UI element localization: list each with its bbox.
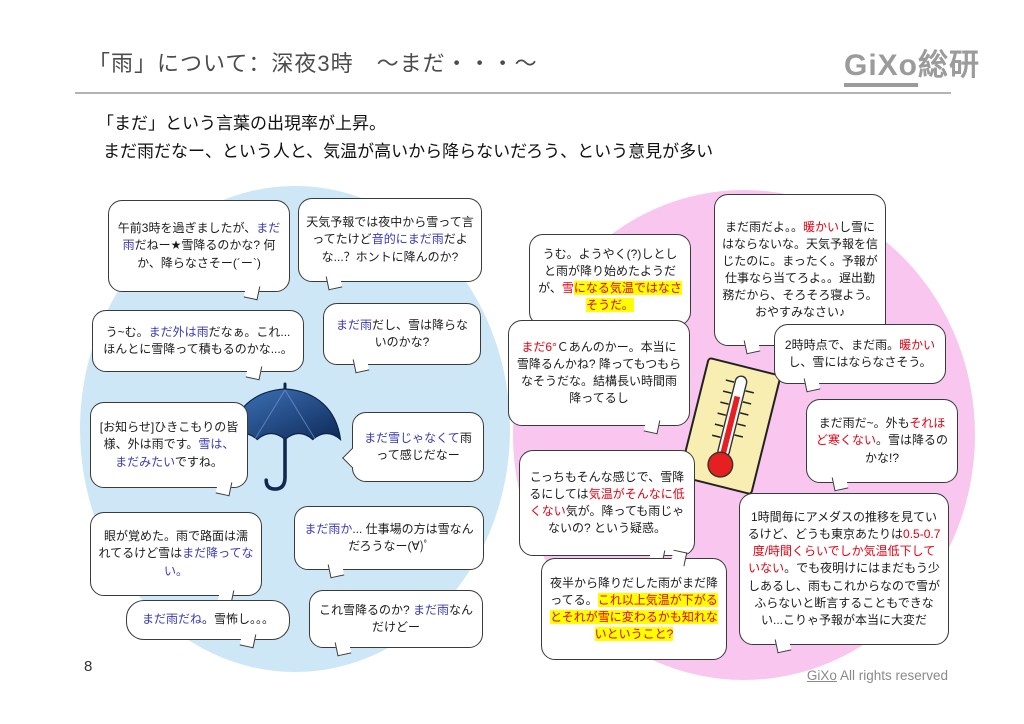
speech-bubble-left-4: まだ雨だし、雪は降らないのかな? <box>323 303 481 374</box>
subtitle: 「まだ」という言葉の出現率が上昇。 まだ雨だなー、という人と、気温が高いから降ら… <box>97 110 713 166</box>
speech-bubble-right-5: まだ雨だ~。外もそれほど寒くない。雪は降るのかな!? <box>806 399 958 492</box>
speech-bubble-left-10: これ雪降るのか? まだ雨なんだけどー <box>309 590 483 657</box>
bubble-text: まだ雨だ~。外もそれほど寒くない。雪は降るのかな!? <box>815 416 949 465</box>
speech-bubble-right-8: 1時間毎にアメダスの推移を見ているけど、どうも東京あたりは0.5-0.7度/時間… <box>739 493 949 654</box>
speech-bubble-left-5: [お知らせ]ひきこもりの皆様、外は雨です。雪は、まだみたいですね。 <box>90 402 248 497</box>
bubble-text: これ雪降るのか? まだ雨なんだけどー <box>318 602 474 634</box>
speech-bubble-right-4: 2時時点で、まだ雨。暖かいし、雪にはならなさそう。 <box>774 324 946 393</box>
bubble-text: 眼が覚めた。雨で路面は濡れてるけど雪はまだ降ってない。 <box>98 529 254 578</box>
bubble-text: 午前3時を過ぎましたが、まだ雨だねー★雪降るのかな? 何か、降らなさそー(´ー`… <box>117 221 281 270</box>
bubble-text: まだ雨だね。雪怖し。。。 <box>141 612 275 627</box>
bubble-text: う~む。まだ外は雨だなぁ。これ...ほんとに雪降って積もるのかな...。 <box>103 324 293 356</box>
footer-copyright: GiXo All rights reserved <box>807 668 948 683</box>
bubble-text: 1時間毎にアメダスの推移を見ているけど、どうも東京あたりは0.5-0.7度/時間… <box>747 510 941 627</box>
footer-brand: GiXo <box>806 668 837 683</box>
bubble-text: こっちもそんな感じで、雪降るにしては気温がそんなに低くない気が。降っても雨じゃな… <box>529 469 685 536</box>
speech-bubble-right-3: まだ6°Ｃあんのかー。本当に雪降るんかね? 降ってもつもらなそうだな。結構長い時… <box>508 320 690 435</box>
bubble-text: 夜半から降りだした雨がまだ降ってる。これ以上気温が下がるとそれが雪に変わるかも知… <box>549 575 718 642</box>
speech-bubble-left-3: う~む。まだ外は雨だなぁ。これ...ほんとに雪降って積もるのかな...。 <box>92 310 304 381</box>
speech-bubble-left-9: まだ雨だね。雪怖し。。。 <box>126 600 290 649</box>
bubble-text: まだ雪じゃなくて雨って感じだなー <box>364 430 472 462</box>
bubble-text: まだ雨か... 仕事場の方は雪なんだろうなー(∀)ﾟ <box>304 521 474 553</box>
bubble-text: うむ。ようやく(?)しとしと雨が降り始めたようだが、雪になる気温ではなさそうだ。 <box>538 246 682 313</box>
bubble-text: まだ雨だし、雪は降らないのかな? <box>335 317 469 349</box>
speech-bubble-left-8: まだ雨か... 仕事場の方は雪なんだろうなー(∀)ﾟ <box>294 506 484 579</box>
speech-bubble-left-6: まだ雪じゃなくて雨って感じだなー <box>342 412 484 482</box>
speech-bubble-right-2: まだ雨だよ。。暖かいし雪にはならないな。天気予報を信じたのに。まったく。予報が仕… <box>714 194 886 355</box>
subtitle-line-1: 「まだ」という言葉の出現率が上昇。 <box>97 114 386 133</box>
bubble-text: まだ6°Ｃあんのかー。本当に雪降るんかね? 降ってもつもらなそうだな。結構長い時… <box>516 339 682 406</box>
umbrella-icon <box>228 382 342 491</box>
thermometer-icon <box>678 356 782 496</box>
bubble-text: [お知らせ]ひきこもりの皆様、外は雨です。雪は、まだみたいですね。 <box>99 420 239 469</box>
speech-bubble-right-6: こっちもそんな感じで、雪降るにしては気温がそんなに低くない気が。降っても雨じゃな… <box>519 450 695 565</box>
gixo-logo-latin: GiXo <box>843 49 918 87</box>
speech-bubble-right-7: 夜半から降りだした雨がまだ降ってる。これ以上気温が下がるとそれが雪に変わるかも知… <box>541 549 727 660</box>
page-title: 「雨」について：深夜3時 ～まだ・・・～ <box>88 51 538 76</box>
speech-bubble-left-1: 午前3時を過ぎましたが、まだ雨だねー★雪降るのかな? 何か、降らなさそー(´ー`… <box>108 200 290 301</box>
speech-bubble-right-1: うむ。ようやく(?)しとしと雨が降り始めたようだが、雪になる気温ではなさそうだ。 <box>529 234 691 335</box>
page-number: 8 <box>84 658 93 675</box>
title-divider <box>75 92 951 94</box>
gixo-logo: GiXo総研 <box>843 40 980 87</box>
speech-bubble-left-2: 天気予報では夜中から雪って言ってたけど音的にまだ雨だよな...？ホントに降んのか… <box>298 198 482 291</box>
bubble-text: 天気予報では夜中から雪って言ってたけど音的にまだ雨だよな...？ホントに降んのか… <box>306 215 474 264</box>
bubble-text: 2時時点で、まだ雨。暖かいし、雪にはならなさそう。 <box>784 337 936 369</box>
gixo-logo-jp: 総研 <box>918 49 980 82</box>
speech-bubble-left-7: 眼が覚めた。雨で路面は濡れてるけど雪はまだ降ってない。 <box>90 512 262 605</box>
footer-rest: All rights reserved <box>839 668 948 683</box>
subtitle-line-2: まだ雨だなー、という人と、気温が高いから降らないだろう、という意見が多い <box>103 142 714 162</box>
bubble-text: まだ雨だよ。。暖かいし雪にはならないな。天気予報を信じたのに。まったく。予報が仕… <box>722 219 879 320</box>
